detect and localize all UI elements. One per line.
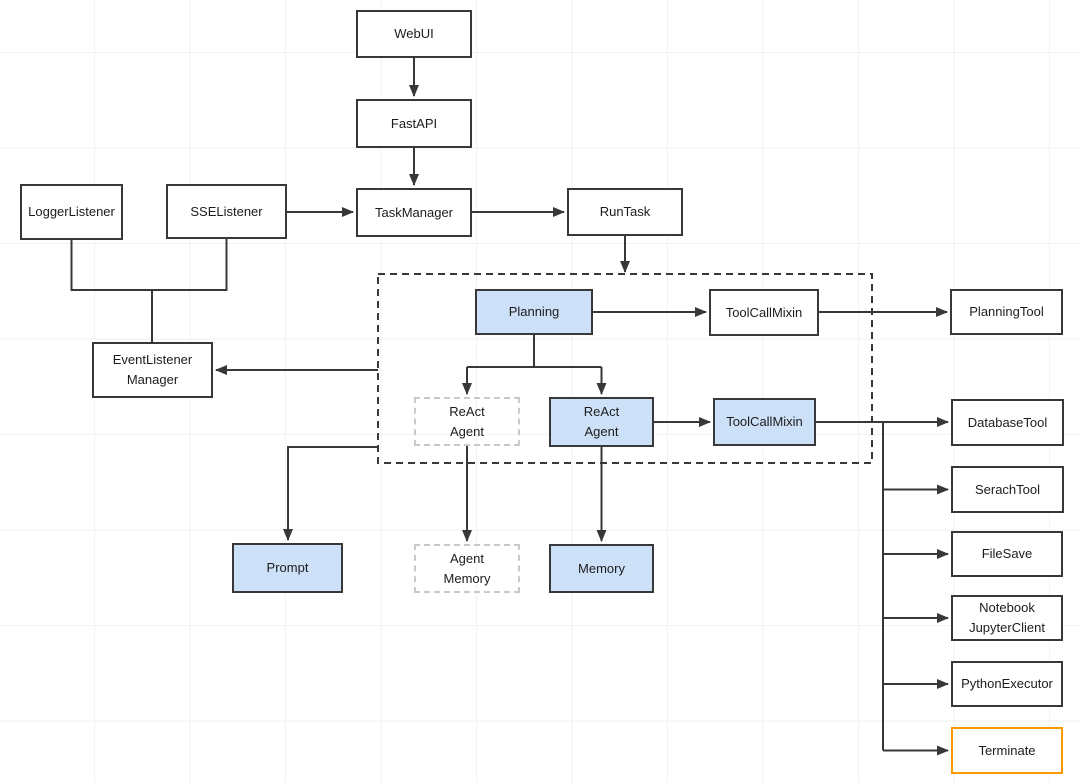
node-filesave: FileSave bbox=[951, 531, 1063, 577]
node-fastapi: FastAPI bbox=[356, 99, 472, 148]
node-taskmanager-label: TaskManager bbox=[374, 204, 454, 220]
node-toolcallmixin-top: ToolCallMixin bbox=[709, 289, 819, 336]
node-eventlistenermanager-line1: EventListener bbox=[112, 352, 193, 367]
node-planning-label: Planning bbox=[508, 304, 560, 319]
node-pythonexecutor: PythonExecutor bbox=[951, 661, 1063, 707]
node-memory: Memory bbox=[549, 544, 654, 593]
node-runtask: RunTask bbox=[567, 188, 683, 236]
node-reactagent: ReAct Agent bbox=[549, 397, 654, 447]
node-filesave-label: FileSave bbox=[981, 546, 1033, 561]
node-eventlistenermanager-line2: Manager bbox=[126, 372, 179, 387]
node-loggerlistener-label: LoggerListener bbox=[28, 204, 115, 219]
node-agentmemory: Agent Memory bbox=[414, 544, 520, 593]
node-notebookjupyterclient: Notebook JupyterClient bbox=[951, 595, 1063, 641]
node-notebookjupyterclient-line2: JupyterClient bbox=[969, 620, 1045, 635]
node-prompt-label: Prompt bbox=[266, 560, 309, 575]
node-planningtool: PlanningTool bbox=[950, 289, 1063, 335]
node-pythonexecutor-label: PythonExecutor bbox=[961, 676, 1053, 691]
node-fastapi-label: FastAPI bbox=[390, 115, 438, 131]
node-sselistener: SSEListener bbox=[166, 184, 287, 239]
node-toolcallmixin-bottom: ToolCallMixin bbox=[713, 398, 816, 446]
node-reactagent-ghost-line2: Agent bbox=[450, 423, 484, 439]
node-terminate: Terminate bbox=[951, 727, 1063, 774]
node-agentmemory-line2: Memory bbox=[443, 570, 491, 586]
node-reactagent-ghost: ReAct Agent bbox=[414, 397, 520, 446]
node-prompt: Prompt bbox=[232, 543, 343, 593]
node-notebookjupyterclient-line1: Notebook bbox=[979, 600, 1035, 615]
node-toolcallmixin-top-label: ToolCallMixin bbox=[725, 304, 803, 320]
node-taskmanager: TaskManager bbox=[356, 188, 472, 237]
node-toolcallmixin-bottom-label: ToolCallMixin bbox=[726, 414, 803, 429]
node-runtask-label: RunTask bbox=[599, 204, 651, 219]
node-webui-label: WebUI bbox=[394, 26, 434, 41]
node-serachtool: SerachTool bbox=[951, 466, 1064, 513]
node-planningtool-label: PlanningTool bbox=[969, 304, 1044, 319]
node-reactagent-line2: Agent bbox=[584, 424, 619, 439]
edge-container-prompt bbox=[283, 446, 378, 541]
node-planning: Planning bbox=[475, 289, 593, 335]
node-memory-label: Memory bbox=[578, 560, 625, 576]
node-agentmemory-line1: Agent bbox=[450, 550, 484, 566]
node-sselistener-label: SSEListener bbox=[190, 203, 263, 219]
node-reactagent-ghost-line1: ReAct bbox=[449, 403, 485, 419]
node-webui: WebUI bbox=[356, 10, 472, 58]
node-databasetool: DatabaseTool bbox=[951, 399, 1064, 446]
node-reactagent-line1: ReAct bbox=[583, 404, 620, 419]
node-loggerlistener: LoggerListener bbox=[20, 184, 123, 240]
node-serachtool-label: SerachTool bbox=[974, 481, 1041, 497]
node-databasetool-label: DatabaseTool bbox=[967, 414, 1048, 430]
agents-container bbox=[377, 273, 873, 464]
node-eventlistenermanager: EventListener Manager bbox=[92, 342, 213, 398]
node-terminate-label: Terminate bbox=[978, 742, 1036, 758]
